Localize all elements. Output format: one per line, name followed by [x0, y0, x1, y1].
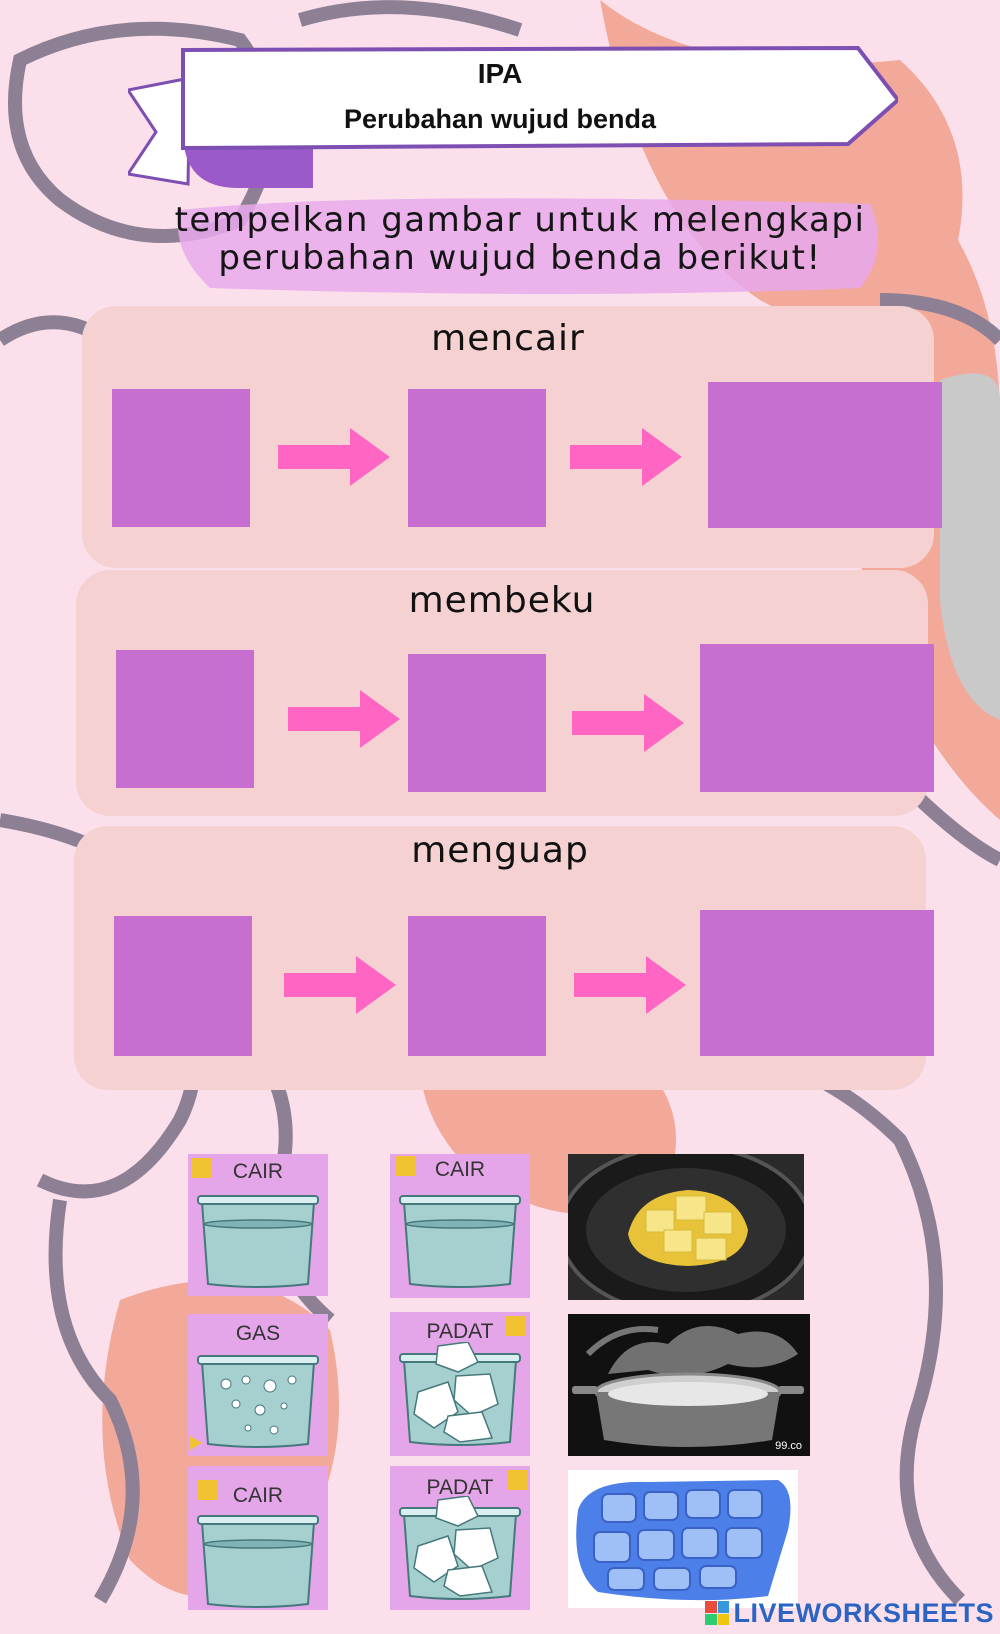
section-title: mencair — [431, 318, 585, 359]
header-banner — [128, 45, 898, 188]
drop-zone-1[interactable] — [114, 916, 252, 1056]
draggable-card-cair[interactable]: CAIR — [188, 1466, 328, 1610]
drop-zone-3[interactable] — [708, 382, 942, 528]
photo-watermark: 99.co — [775, 1440, 802, 1452]
arrow-right-icon — [574, 956, 686, 1014]
drop-zone-2[interactable] — [408, 389, 546, 527]
sticky-note-icon — [508, 1470, 528, 1490]
draggable-card-cair[interactable]: CAIR — [390, 1154, 530, 1298]
arrow-right-icon — [570, 428, 682, 486]
boiling-pot-image — [568, 1314, 810, 1456]
drop-zone-1[interactable] — [112, 389, 250, 527]
brand-text: LIVEWORKSHEETS — [733, 1597, 994, 1628]
sticky-note-icon — [506, 1316, 526, 1336]
card-label: CAIR — [232, 1160, 284, 1183]
instruction-highlight — [178, 198, 878, 294]
photo-melting-butter[interactable] — [568, 1154, 804, 1300]
card-label: CAIR — [434, 1158, 486, 1181]
arrow-right-icon — [572, 694, 684, 752]
pot-ice-icon — [399, 1496, 521, 1600]
drop-zone-3[interactable] — [700, 910, 934, 1056]
section-mencair: mencair — [82, 306, 942, 568]
pot-ice-icon — [399, 1342, 521, 1446]
melting-butter-image — [568, 1154, 804, 1300]
section-menguap: menguap — [74, 826, 934, 1090]
arrow-right-icon — [288, 690, 400, 748]
liveworksheets-brand[interactable]: LIVEWORKSHEETS — [705, 1596, 994, 1630]
drop-zone-1[interactable] — [116, 650, 254, 788]
drop-zone-3[interactable] — [700, 644, 934, 792]
sticky-note-icon — [396, 1156, 416, 1176]
drop-zone-2[interactable] — [408, 916, 546, 1056]
pot-water-icon — [399, 1195, 521, 1288]
section-title: membeku — [408, 580, 596, 621]
pot-boiling-icon — [197, 1355, 319, 1448]
section-title: menguap — [411, 830, 589, 871]
draggable-card-padat[interactable]: PADAT — [390, 1312, 530, 1456]
arrow-right-icon — [284, 956, 396, 1014]
photo-ice-tray[interactable] — [568, 1470, 798, 1608]
section-membeku: membeku — [76, 570, 934, 816]
pot-water-icon — [197, 1195, 319, 1288]
photo-boiling-pot[interactable]: 99.co — [568, 1314, 810, 1456]
pointer-icon — [190, 1436, 202, 1450]
liveworksheets-logo-icon — [705, 1601, 730, 1625]
draggable-card-cair[interactable]: CAIR — [188, 1154, 328, 1296]
subject-title: IPA — [477, 58, 523, 89]
card-label: CAIR — [232, 1484, 284, 1507]
draggable-card-padat[interactable]: PADAT — [390, 1466, 530, 1610]
sticky-note-icon — [192, 1158, 212, 1178]
card-label: PADAT — [426, 1476, 494, 1499]
pot-water-icon — [197, 1515, 319, 1608]
topic-subtitle: Perubahan wujud benda — [343, 104, 657, 134]
arrow-right-icon — [278, 428, 390, 486]
draggable-card-gas[interactable]: GAS — [188, 1314, 328, 1456]
card-label: PADAT — [426, 1320, 494, 1343]
drop-zone-2[interactable] — [408, 654, 546, 792]
instruction-line-1: tempelkan gambar untuk melengkapi — [174, 200, 866, 240]
instruction-line-2: perubahan wujud benda berikut! — [218, 238, 822, 278]
card-label: GAS — [235, 1322, 281, 1345]
sticky-note-icon — [198, 1480, 218, 1500]
ice-tray-image — [568, 1470, 798, 1608]
